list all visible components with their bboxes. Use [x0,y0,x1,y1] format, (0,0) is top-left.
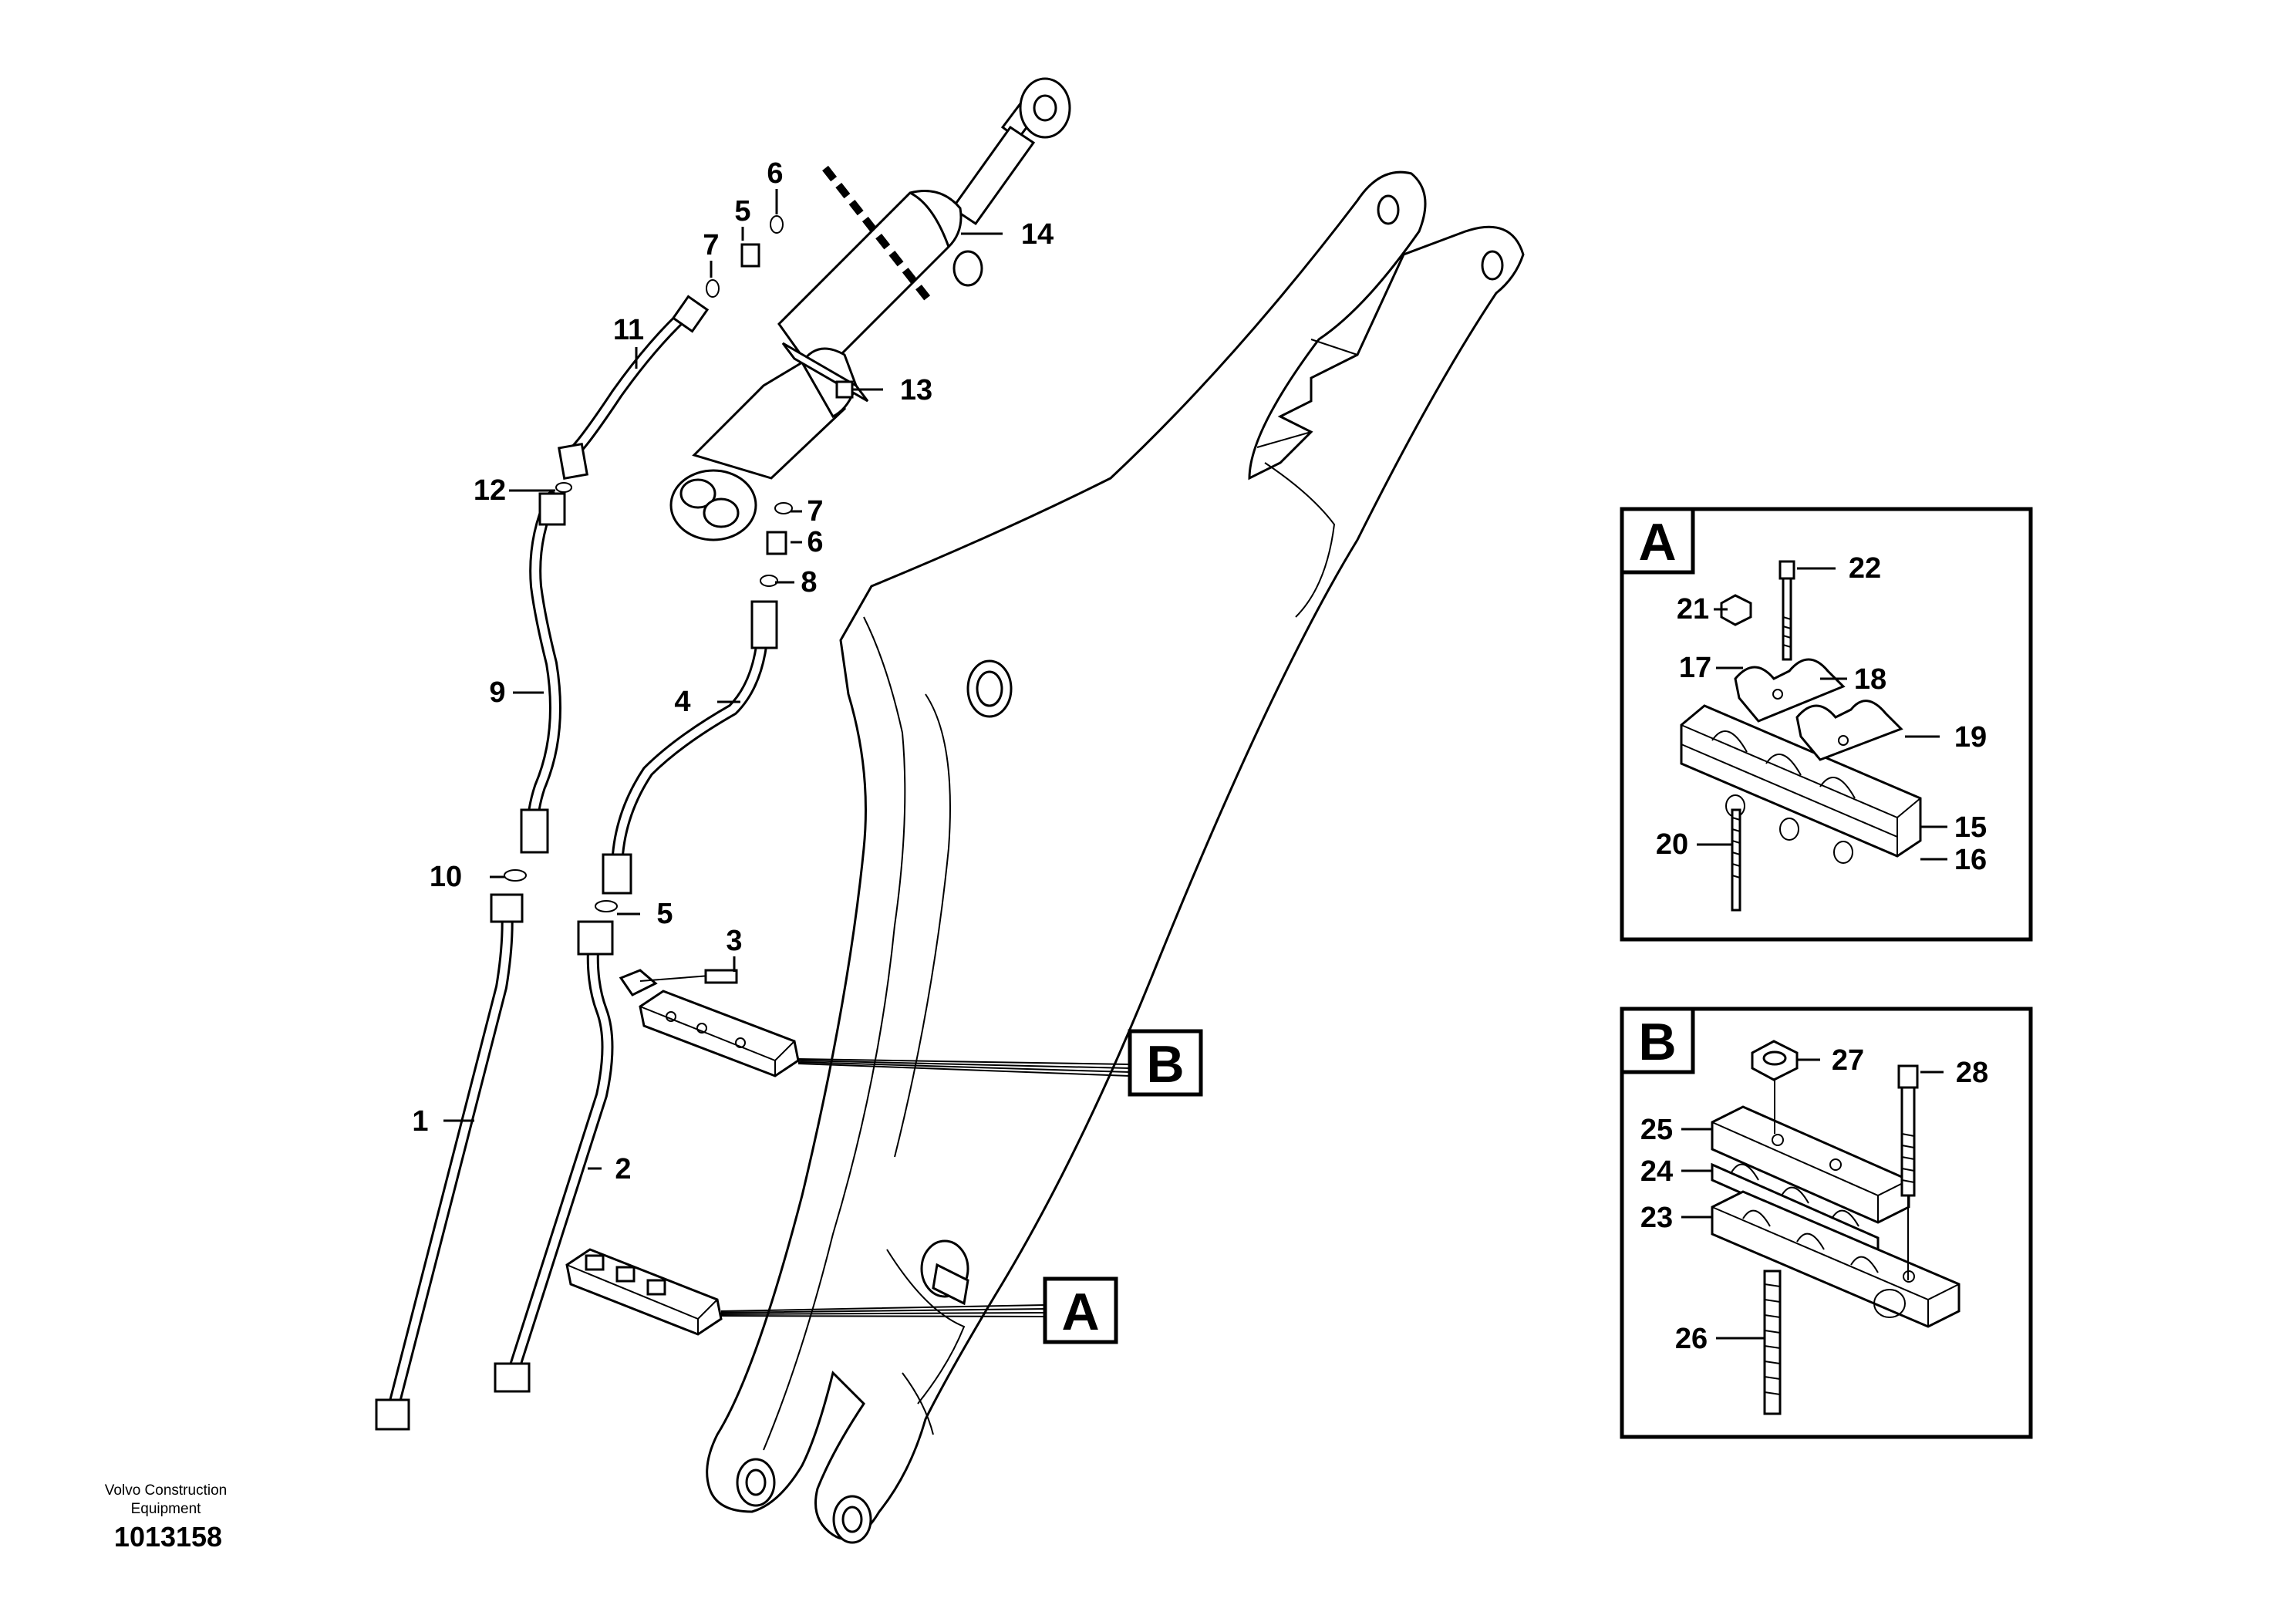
callout-15: 15 [1954,811,1987,844]
callout-13: 13 [900,374,932,406]
main-leaders [443,189,1003,1170]
hydraulic-cylinder [669,77,1071,541]
callout-11: 11 [613,314,644,346]
leader-B [797,1058,1131,1077]
callout-24: 24 [1640,1155,1673,1188]
callout-4: 4 [674,686,690,718]
callout-3: 3 [726,925,742,957]
pipe-1 [375,893,524,1431]
hose-9 [520,491,566,854]
callout-5a: 5 [734,195,750,228]
callout-20: 20 [1656,828,1688,861]
company-name-line1: Volvo Construction [105,1482,227,1499]
callout-19: 19 [1954,721,1987,754]
callout-25: 25 [1640,1114,1673,1146]
drawing-number: 1013158 [114,1521,222,1553]
callout-6b: 6 [807,526,823,558]
callout-7b: 7 [807,495,823,528]
hose-11 [558,295,710,481]
washer-5 [595,900,618,912]
detail-panel-A: A [1620,507,2033,942]
callout-5b: 5 [656,898,673,930]
callout-28: 28 [1956,1057,1988,1089]
pipe-2 [494,920,614,1393]
callout-2: 2 [615,1153,631,1185]
callout-1: 1 [412,1105,428,1138]
callout-labels: 1 2 3 4 5 5 6 6 7 7 8 9 10 11 12 13 14 1… [412,157,1988,1355]
boom-arm [706,170,1525,1544]
detail-panel-B: B [1620,1007,2033,1439]
leader-A [720,1304,1046,1317]
callout-7a: 7 [703,229,719,261]
detail-title-B: B [1638,1013,1676,1071]
hose-4 [602,600,778,895]
footer: Volvo Construction Equipment 1013158 [105,1482,227,1553]
company-name-line2: Equipment [131,1501,202,1517]
callout-27: 27 [1832,1044,1864,1077]
callout-16: 16 [1954,844,1987,876]
callout-10: 10 [430,861,462,893]
fittings-top [706,215,793,587]
callout-17: 17 [1679,652,1711,684]
callout-18: 18 [1854,663,1886,696]
ref-label-A: A [1061,1283,1099,1341]
ref-label-B: B [1146,1035,1184,1094]
clamp-block-B [619,969,800,1077]
callout-6a: 6 [767,157,783,190]
washer-10 [504,869,527,882]
callout-22: 22 [1849,552,1881,585]
detail-title-A: A [1638,513,1676,572]
callout-14: 14 [1021,218,1054,251]
callout-21: 21 [1677,593,1709,626]
clamp-block-A [565,1248,723,1336]
callout-23: 23 [1640,1202,1673,1234]
callout-26: 26 [1675,1323,1708,1355]
ref-box-B: B [1128,1029,1203,1097]
callout-12: 12 [474,474,506,507]
callout-8: 8 [801,566,817,599]
ref-box-A: A [1043,1276,1118,1344]
washer-12 [555,482,572,493]
callout-9: 9 [489,676,505,709]
